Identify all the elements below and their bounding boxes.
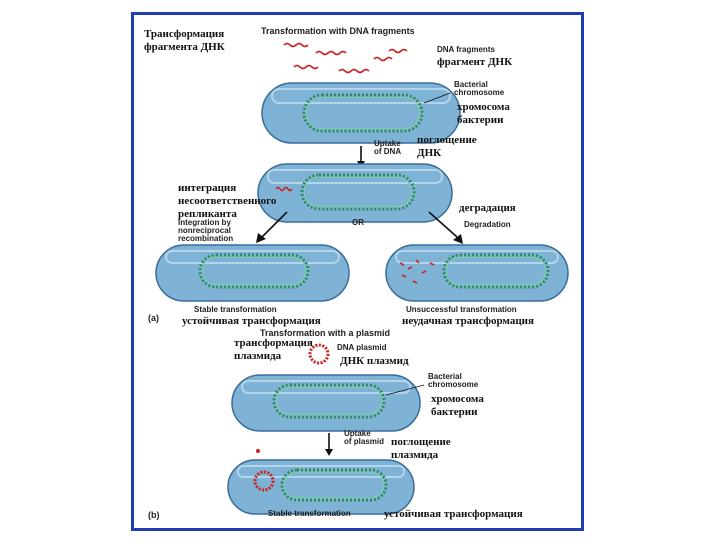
panel-label-a: (a) bbox=[148, 313, 159, 323]
en-bacterial-chromosome-b1: Bacterial bbox=[428, 372, 462, 381]
ru-uptake-a2: ДНК bbox=[417, 147, 441, 159]
dna-fragments-free bbox=[283, 42, 408, 74]
ru-dna-fragments: фрагмент ДНК bbox=[437, 56, 512, 68]
ru-title-a-line1: Трансформация bbox=[144, 28, 224, 40]
ru-stable-b: устойчивая трансформация bbox=[384, 508, 523, 520]
panel-label-b: (b) bbox=[148, 510, 160, 520]
ru-title-b-1: трансформация bbox=[234, 337, 313, 349]
ru-integration-2: несоответственного bbox=[178, 195, 277, 207]
ru-bacterial-chromosome-b2: бактерии bbox=[431, 406, 478, 418]
en-uptake-b1: Uptake bbox=[344, 429, 371, 438]
ru-bacterial-chromosome-1b: бактерии bbox=[457, 114, 504, 126]
bacterial-cell-unsuccessful bbox=[385, 244, 569, 302]
en-degradation: Degradation bbox=[464, 220, 511, 229]
ru-integration-1: интеграция bbox=[178, 182, 236, 194]
en-or: OR bbox=[352, 218, 364, 227]
uptake-arrow-b bbox=[325, 433, 333, 456]
ru-stable-a: устойчивая трансформация bbox=[182, 315, 321, 327]
ru-integration-3: репликанта bbox=[178, 208, 237, 220]
ru-title-b-2: плазмида bbox=[234, 350, 282, 362]
en-dna-plasmid: DNA plasmid bbox=[337, 343, 387, 352]
ru-title-a-line2: фрагмента ДНК bbox=[144, 41, 225, 53]
en-title-b: Transformation with a plasmid bbox=[260, 328, 390, 338]
en-uptake-b2: of plasmid bbox=[344, 437, 384, 446]
ru-unsuccessful: неудачная трансформация bbox=[402, 315, 534, 327]
ru-degradation: деградация bbox=[459, 202, 516, 214]
bacterial-cell-stable-a bbox=[155, 244, 350, 302]
chromosome-pointer-b bbox=[385, 384, 425, 396]
en-uptake-a2: of DNA bbox=[374, 147, 401, 156]
ru-uptake-a1: поглощение bbox=[417, 134, 477, 146]
en-stable-b: Stable transformation bbox=[268, 509, 351, 518]
ru-uptake-b2: плазмида bbox=[391, 449, 439, 461]
integration-arrow bbox=[256, 211, 288, 243]
ru-bacterial-chromosome-b1: хромосома bbox=[431, 393, 484, 405]
en-bacterial-chromosome-1b: chromosome bbox=[454, 88, 505, 97]
ru-bacterial-chromosome-1a: хромосома bbox=[457, 101, 510, 113]
degradation-arrow bbox=[428, 211, 463, 244]
plasmid-dot bbox=[256, 449, 260, 453]
bacterial-cell-stable-b bbox=[227, 459, 415, 515]
degraded-dna-pieces bbox=[399, 259, 435, 284]
en-dna-fragments: DNA fragments bbox=[437, 45, 495, 54]
en-integration-2: nonreciprocal bbox=[178, 226, 231, 235]
en-integration-1: Integration by bbox=[178, 218, 231, 227]
figure-frame: Трансформация фрагмента ДНК Transformati… bbox=[131, 12, 584, 531]
chromosome-pointer-1 bbox=[423, 92, 451, 104]
bacterial-cell-b1 bbox=[231, 374, 421, 432]
en-unsuccessful: Unsuccessful transformation bbox=[406, 305, 517, 314]
en-stable-a: Stable transformation bbox=[194, 305, 277, 314]
en-bacterial-chromosome-b2: chromosome bbox=[428, 380, 479, 389]
plasmid-inside-cell bbox=[253, 470, 275, 492]
ru-dna-plasmid: ДНК плазмид bbox=[340, 355, 409, 367]
bacterial-cell-1 bbox=[261, 82, 461, 144]
en-integration-3: recombination bbox=[178, 234, 233, 243]
en-title-a: Transformation with DNA fragments bbox=[261, 26, 415, 36]
dna-plasmid-free bbox=[308, 343, 330, 365]
bacterial-cell-2 bbox=[257, 163, 453, 223]
en-uptake-a1: Uptake bbox=[374, 139, 401, 148]
ru-uptake-b1: поглощение bbox=[391, 436, 451, 448]
transformation-diagram: Трансформация фрагмента ДНК Transformati… bbox=[144, 26, 569, 520]
en-bacterial-chromosome-1a: Bacterial bbox=[454, 80, 488, 89]
